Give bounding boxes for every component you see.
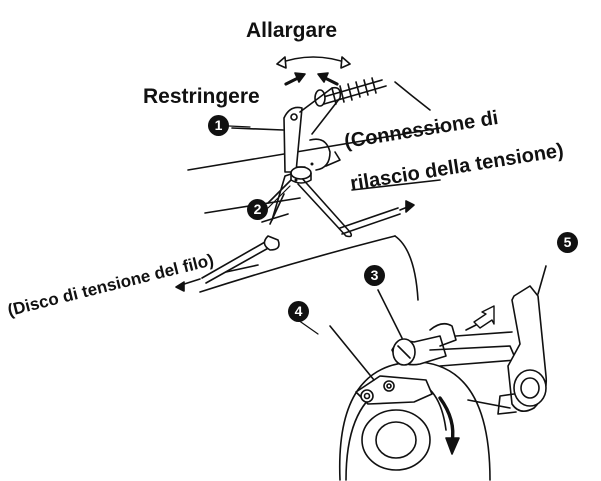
pointer-arrow-icon — [473, 305, 495, 329]
release-link-plate — [497, 265, 548, 415]
adjusting-screw-detail — [294, 162, 314, 182]
adjustment-arrow-icon — [276, 56, 351, 86]
machine-bed-lines — [187, 81, 441, 301]
adjusting-screw — [267, 166, 312, 204]
tension-spring — [314, 77, 387, 107]
label-narrow: Restringere — [143, 85, 260, 108]
rotation-arrow-icon — [438, 396, 460, 455]
thread-guide-screw — [377, 289, 457, 366]
callout-4-badge: 4 — [288, 301, 309, 322]
callout-1-badge: 1 — [208, 115, 229, 136]
release-lever-arm — [429, 323, 517, 409]
callout-2-badge: 2 — [247, 199, 268, 220]
callout-5-badge: 5 — [557, 232, 578, 253]
tension-disc-rod — [175, 235, 280, 292]
callout-leaders — [228, 125, 319, 335]
callout-3-badge: 3 — [364, 265, 385, 286]
label-widen: Allargare — [246, 19, 338, 42]
positioning-plate — [329, 325, 433, 405]
tension-release-rod — [339, 200, 415, 235]
